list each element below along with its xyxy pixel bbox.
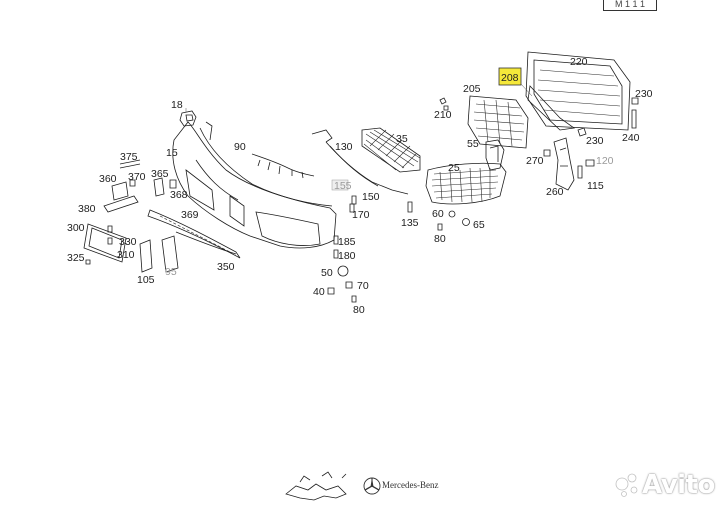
label-115: 115: [587, 180, 604, 192]
part-35-grille: [361, 127, 421, 173]
footer-thumbnail: [285, 471, 347, 501]
part-105-bracket: [139, 239, 153, 273]
label-180: 180: [338, 250, 356, 262]
part-368-clip: [169, 179, 177, 189]
mercedes-star-icon: [363, 477, 381, 495]
label-350: 350: [217, 261, 235, 273]
label-365: 365: [151, 168, 169, 180]
label-90: 90: [234, 141, 246, 153]
part-95-bracket: [161, 235, 179, 273]
part-300-plate: [83, 223, 127, 263]
page-number-tag: M 1 1 1: [603, 0, 657, 11]
label-80-b: 80: [353, 304, 365, 316]
part-170-clip: [349, 203, 355, 213]
label-40: 40: [313, 286, 325, 298]
part-330-clip: [107, 237, 113, 245]
part-310-clip: [107, 225, 113, 233]
label-35: 35: [396, 133, 408, 145]
label-65: 65: [473, 219, 485, 231]
part-350-strip: [175, 231, 237, 255]
part-365-bracket: [153, 177, 165, 197]
label-170: 170: [352, 209, 370, 221]
label-105: 105: [137, 274, 155, 286]
label-60: 60: [432, 208, 444, 220]
part-260-bracket: [553, 137, 575, 191]
label-210: 210: [434, 109, 452, 121]
part-230-clip: [631, 97, 639, 129]
watermark-text: Avito: [642, 470, 715, 500]
part-65-nut: [462, 218, 470, 226]
label-369: 369: [181, 209, 199, 221]
label-240: 240: [622, 132, 640, 144]
part-150-screw: [351, 195, 357, 205]
part-50-cap: [337, 265, 349, 277]
label-208: 208: [501, 72, 519, 84]
part-40-clip: [327, 287, 335, 295]
label-155: 155: [334, 180, 352, 192]
label-310: 310: [117, 249, 135, 261]
part-185-screw: [333, 235, 339, 245]
part-370-clip: [129, 179, 136, 187]
avito-logo-icon: [615, 473, 638, 497]
label-150: 150: [362, 191, 380, 203]
part-155-clip: [331, 179, 349, 191]
part-205-support: [467, 95, 529, 149]
part-120-clip: [585, 159, 595, 167]
label-330: 330: [119, 236, 137, 248]
callout-labels: 18 15 90 130 35 205 208 220 230 210 230 …: [67, 56, 653, 316]
label-260: 260: [546, 186, 564, 198]
brand-name: Mercedes-Benz: [382, 480, 439, 490]
part-115-screw: [577, 165, 583, 179]
part-18-clip: [179, 108, 197, 127]
part-135-screw: [407, 201, 413, 213]
label-135: 135: [401, 217, 419, 229]
label-205: 205: [463, 83, 481, 95]
part-220-carrier: [525, 51, 631, 131]
part-80a-clip: [437, 223, 443, 231]
label-50: 50: [321, 267, 333, 279]
label-130: 130: [335, 141, 353, 153]
part-55-bracket: [485, 139, 505, 171]
part-180-screw: [333, 249, 339, 259]
part-25-lower-grille: [425, 162, 507, 205]
part-380-strip: [103, 195, 139, 213]
part-60-nut: [448, 210, 456, 218]
label-270: 270: [526, 155, 544, 167]
part-325-screw: [85, 259, 91, 265]
label-18: 18: [171, 99, 183, 111]
label-380: 380: [78, 203, 96, 215]
part-15-bumper-cover: [172, 121, 337, 249]
label-220: 220: [570, 56, 588, 68]
part-210-clip: [439, 97, 449, 111]
part-369-strip: [147, 209, 241, 259]
label-70: 70: [357, 280, 369, 292]
label-375: 375: [120, 151, 138, 163]
part-70-clip: [345, 281, 353, 289]
part-90-wiring: [251, 153, 315, 179]
label-120: 120: [596, 155, 614, 167]
label-300: 300: [67, 222, 85, 234]
label-230: 230: [635, 88, 653, 100]
part-360-bracket: [111, 181, 129, 201]
label-360: 360: [99, 173, 117, 185]
label-325: 325: [67, 252, 85, 264]
part-375-clip: [119, 159, 141, 169]
part-80b-clip: [351, 295, 357, 303]
label-55: 55: [467, 138, 479, 150]
label-370: 370: [128, 171, 146, 183]
label-15: 15: [166, 147, 178, 159]
part-270-clip: [543, 149, 551, 157]
label-80: 80: [434, 233, 446, 245]
label-368: 368: [170, 189, 188, 201]
label-95: 95: [165, 266, 177, 278]
label-185: 185: [338, 236, 356, 248]
label-25: 25: [448, 162, 460, 174]
label-230-b: 230: [586, 135, 604, 147]
part-230b-bolt: [577, 127, 587, 137]
part-130-bracket: [311, 129, 409, 195]
